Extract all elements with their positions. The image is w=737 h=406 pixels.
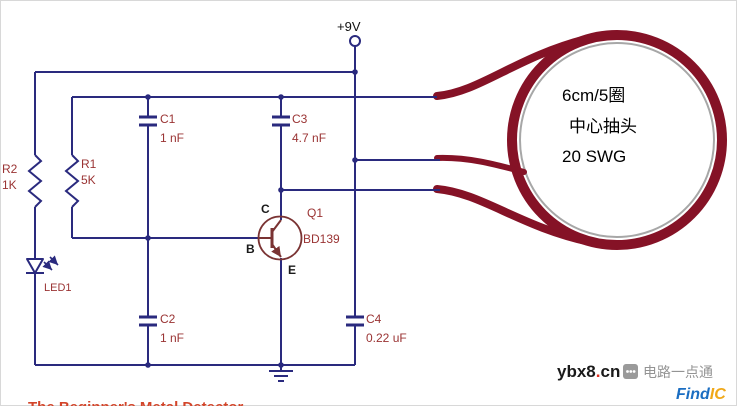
junction-dot (352, 157, 358, 163)
led-emission-arrow-1 (42, 260, 53, 271)
coil-lead-center-tap (434, 154, 527, 175)
watermark-site: ybx8.cn (557, 362, 620, 381)
channel-icon-dot (632, 370, 636, 373)
wechat-channel-icon (623, 364, 638, 379)
junction-dot (145, 94, 151, 100)
transistor-q1: C B E Q1 BD139 (246, 202, 340, 277)
search-coil: 6cm/5圈 中心抽头 20 SWG (433, 30, 727, 250)
capacitor-c1-value: 1 nF (160, 131, 184, 145)
junction-dot (145, 362, 151, 368)
pin-label-collector: C (261, 202, 270, 216)
power-label: +9V (337, 19, 361, 34)
transistor-body-icon (257, 215, 303, 261)
cropped-caption: The Beginner's Metal Detector (28, 399, 243, 406)
resistor-r2-ref: R2 (2, 162, 18, 176)
channel-icon-dot (629, 370, 633, 373)
capacitor-c3-ref: C3 (292, 112, 308, 126)
capacitor-c4-ref: C4 (366, 312, 382, 326)
brand-logo: FindIC (676, 386, 726, 403)
resistor-r1-value: 5K (81, 173, 96, 187)
watermark: ybx8.cn 电路一点通 FindIC (557, 362, 726, 403)
capacitor-c2-ref: C2 (160, 312, 176, 326)
capacitor-c1-ref: C1 (160, 112, 176, 126)
transistor-collector-stroke (271, 219, 282, 233)
coil-ring (507, 30, 727, 250)
resistor-r2: R2 1K (2, 154, 43, 208)
led1: LED1 (26, 255, 72, 294)
capacitor-c4-value: 0.22 uF (366, 331, 407, 345)
resistor-r2-symbol (27, 154, 43, 208)
transistor-q1-ref: Q1 (307, 206, 323, 220)
resistor-r1: R1 5K (64, 154, 97, 208)
transistor-q1-part: BD139 (303, 232, 340, 246)
coil-spec-size: 6cm/5圈 (562, 86, 625, 105)
junction-dot (278, 362, 284, 368)
junction-dot (352, 69, 358, 75)
led1-ref: LED1 (44, 282, 72, 294)
resistor-r1-ref: R1 (81, 157, 97, 171)
junction-dot (145, 235, 151, 241)
led-emission-arrow-2 (48, 255, 59, 266)
pin-label-base: B (246, 242, 255, 256)
capacitor-c3-value: 4.7 nF (292, 131, 326, 145)
junction-dot (278, 187, 284, 193)
power-terminal: +9V (337, 19, 361, 47)
resistor-r2-value: 1K (2, 178, 17, 192)
coil-spec-tap: 中心抽头 (569, 117, 637, 136)
transistor-emitter-arrow (271, 243, 282, 258)
watermark-channel: 电路一点通 (643, 364, 713, 380)
resistor-r1-symbol (64, 154, 80, 208)
power-terminal-icon (349, 35, 361, 47)
junction-dots (145, 69, 358, 368)
ground-symbol (269, 365, 293, 382)
coil-inner-ring (519, 42, 715, 238)
capacitor-c2-value: 1 nF (160, 331, 184, 345)
channel-icon-dot (626, 370, 629, 373)
pin-label-emitter: E (288, 263, 296, 277)
capacitor-plates (139, 115, 364, 327)
wiring (34, 46, 440, 366)
junction-dot (278, 94, 284, 100)
coil-spec-wire: 20 SWG (562, 147, 626, 166)
led-triangle-icon (26, 258, 44, 274)
